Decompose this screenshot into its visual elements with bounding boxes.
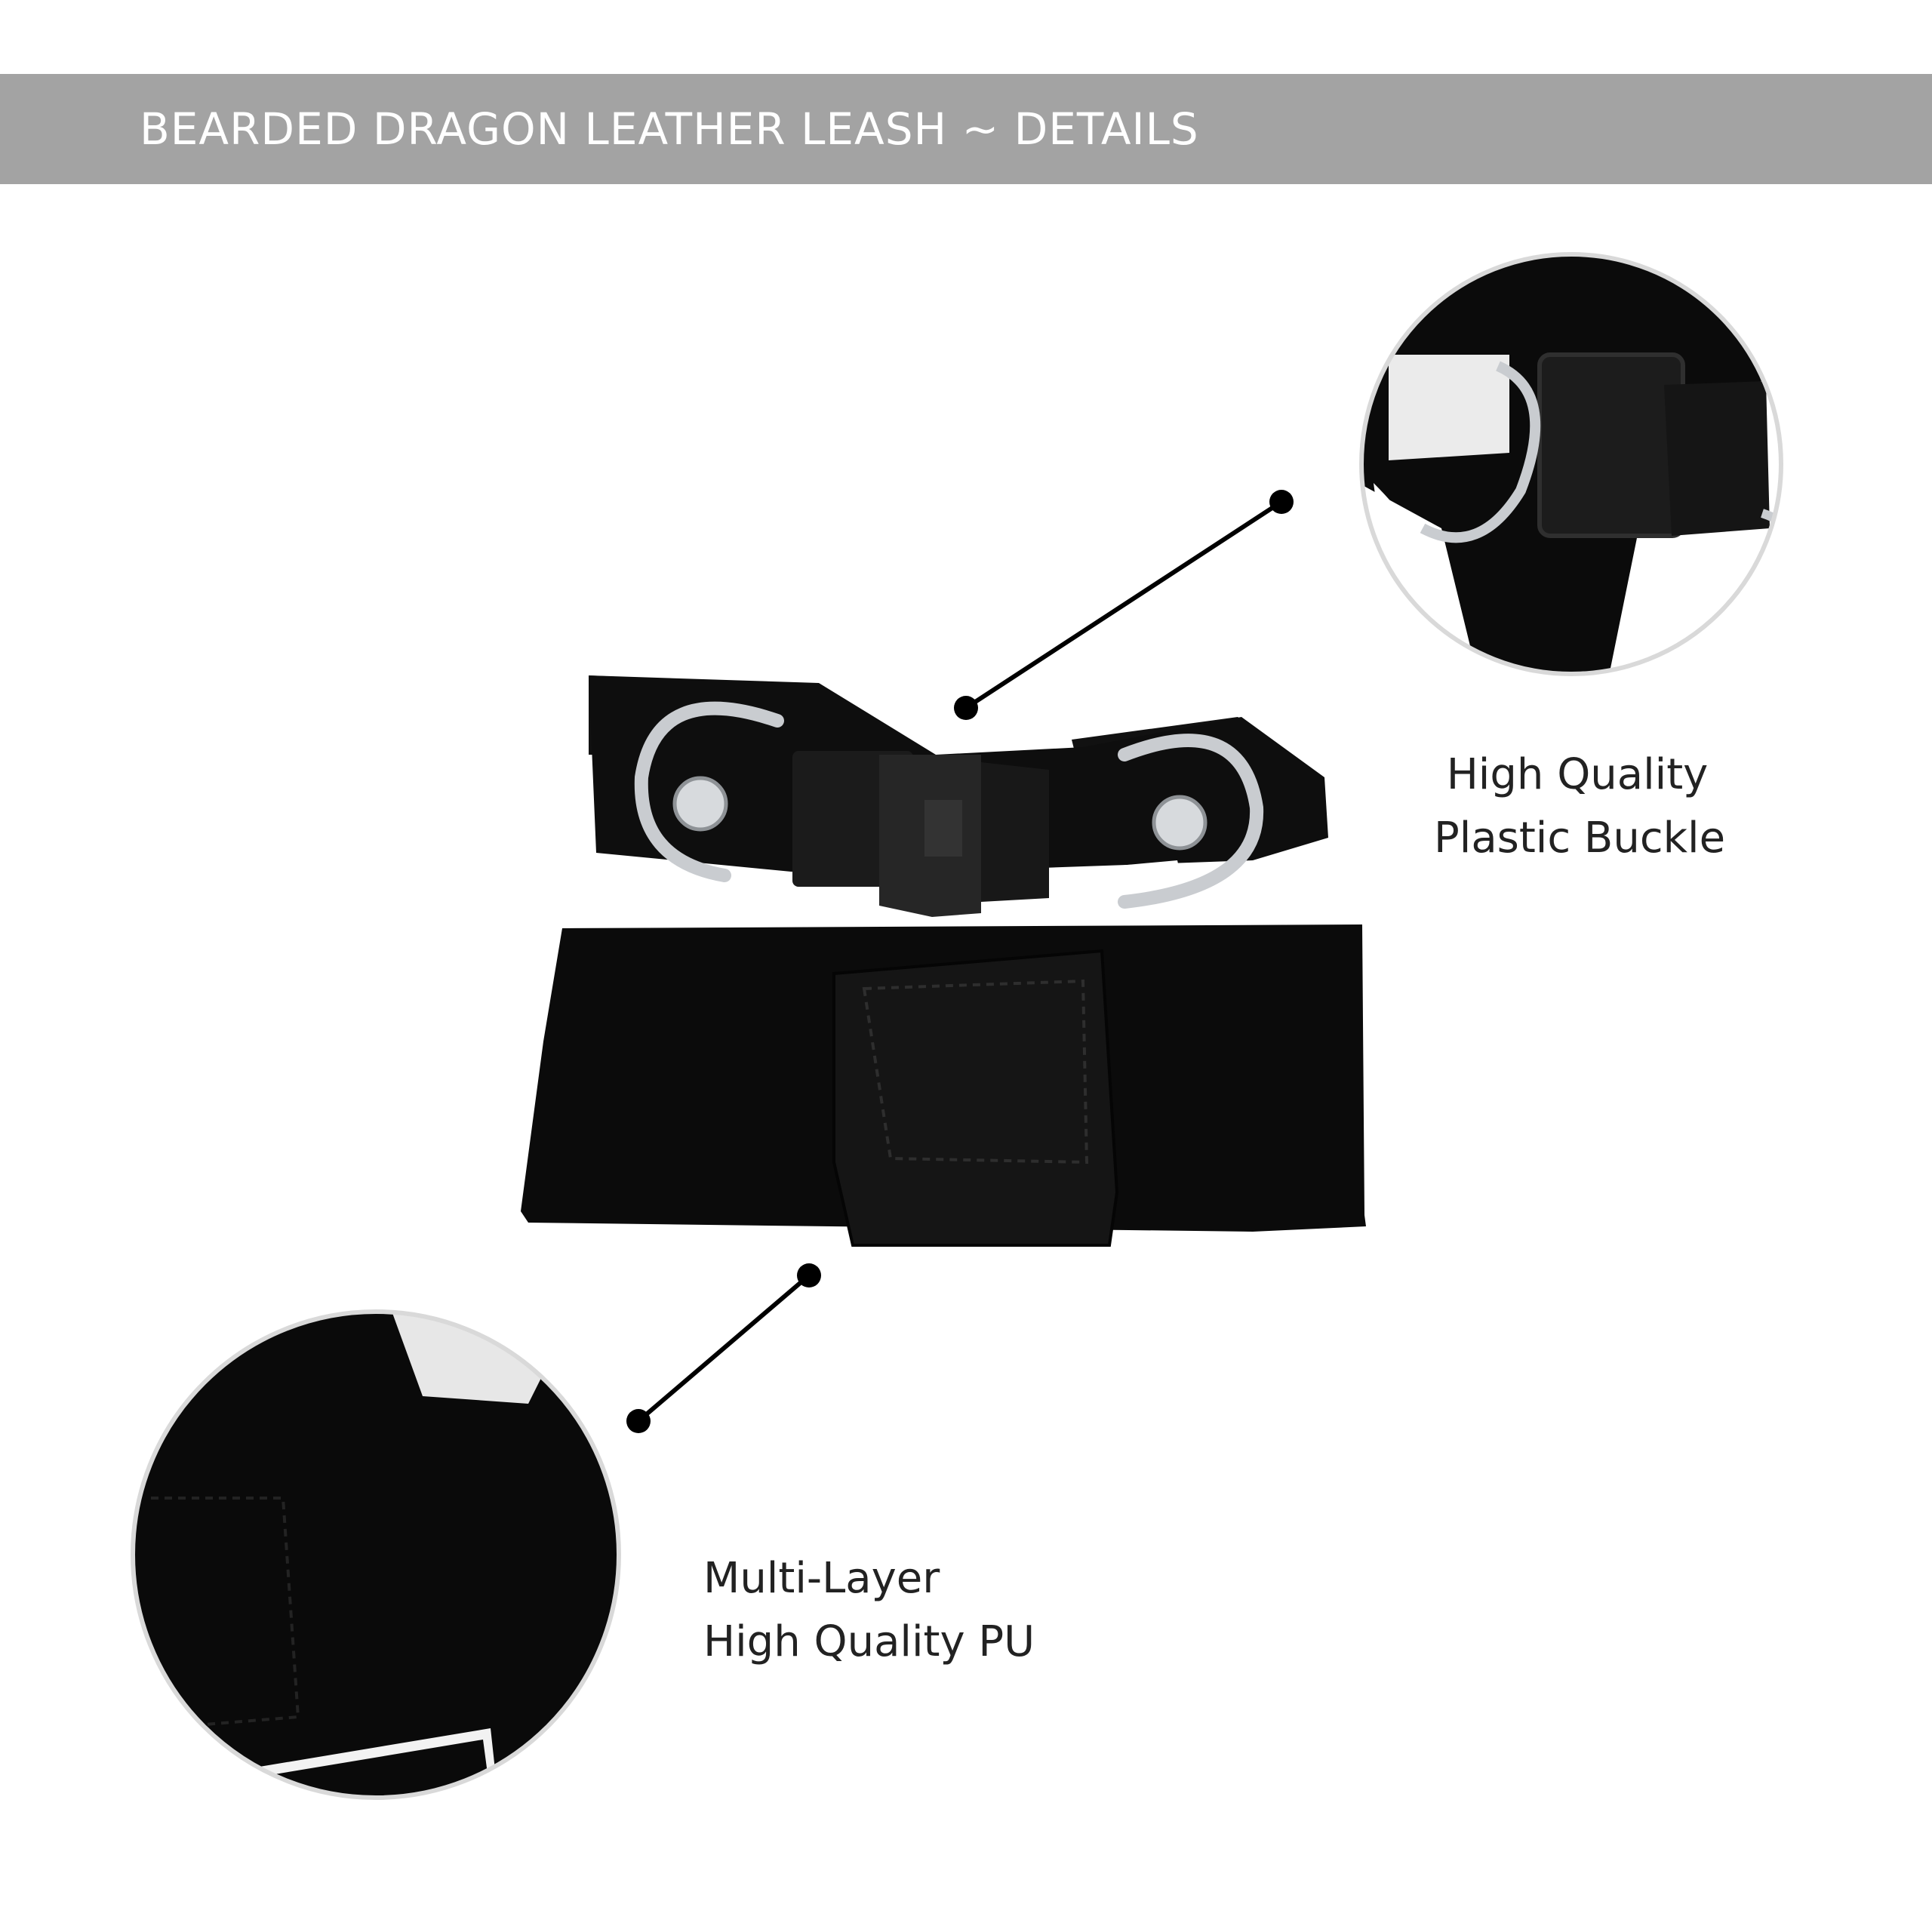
pointer-dot-pu-start <box>797 1263 821 1287</box>
caption-pu-line1: Multi-Layer <box>703 1554 940 1603</box>
caption-buckle-line2: Plastic Buckle <box>1434 814 1726 863</box>
pointer-buckle <box>954 490 1294 720</box>
pointer-pu <box>626 1263 821 1433</box>
velcro-flap <box>832 949 1119 1247</box>
caption-buckle: High Quality Plastic Buckle <box>1434 743 1726 870</box>
rivet-left <box>672 776 728 832</box>
pu-material-detail-image <box>131 1309 621 1800</box>
caption-buckle-line1: High Quality <box>1446 750 1709 799</box>
header-banner: BEARDED DRAGON LEATHER LEASH ~ DETAILS <box>0 74 1932 184</box>
page-title: BEARDED DRAGON LEATHER LEASH ~ DETAILS <box>140 103 1199 155</box>
harness-gap-left <box>687 872 804 928</box>
buckle-detail-image <box>1359 252 1783 676</box>
pu-detail-border <box>131 1309 621 1800</box>
pointer-dot-buckle-end <box>1269 490 1294 514</box>
pointer-dot-buckle-start <box>954 696 978 720</box>
caption-pu-line2: High Quality PU <box>703 1617 1035 1666</box>
caption-pu: Multi-Layer High Quality PU <box>703 1547 1035 1674</box>
buckle-detail-border <box>1359 252 1783 676</box>
d-ring-right <box>1118 734 1264 909</box>
harness-product-image <box>521 675 1366 1247</box>
d-ring-left <box>634 701 784 882</box>
harness-gap-right <box>1011 860 1192 924</box>
plastic-buckle <box>792 751 1049 917</box>
pointer-dot-pu-end <box>626 1409 651 1433</box>
velcro-stitching <box>862 979 1089 1164</box>
rivet-right <box>1152 795 1208 851</box>
